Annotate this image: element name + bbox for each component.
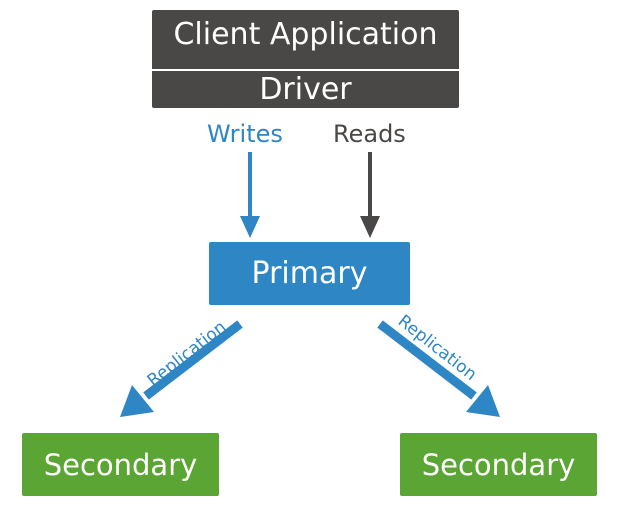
secondary-label-right: Secondary: [421, 447, 576, 482]
driver-label: Driver: [259, 71, 352, 107]
replication-arrow-left: [120, 320, 243, 417]
writes-arrow: [240, 152, 260, 238]
replication-label-left: Replication: [144, 317, 230, 391]
client-application-label: Client Application: [173, 16, 438, 52]
primary-label: Primary: [251, 256, 368, 291]
replication-arrow-right: [377, 320, 500, 417]
secondary-node-right: Secondary: [400, 433, 597, 496]
client-divider: [152, 69, 459, 71]
secondary-label-left: Secondary: [43, 447, 198, 482]
writes-label: Writes: [207, 120, 283, 148]
reads-label: Reads: [333, 120, 406, 148]
secondary-node-left: Secondary: [22, 433, 219, 496]
client-application-box: Client Application Driver: [152, 10, 459, 108]
reads-arrow: [360, 152, 380, 238]
primary-node: Primary: [209, 242, 410, 305]
